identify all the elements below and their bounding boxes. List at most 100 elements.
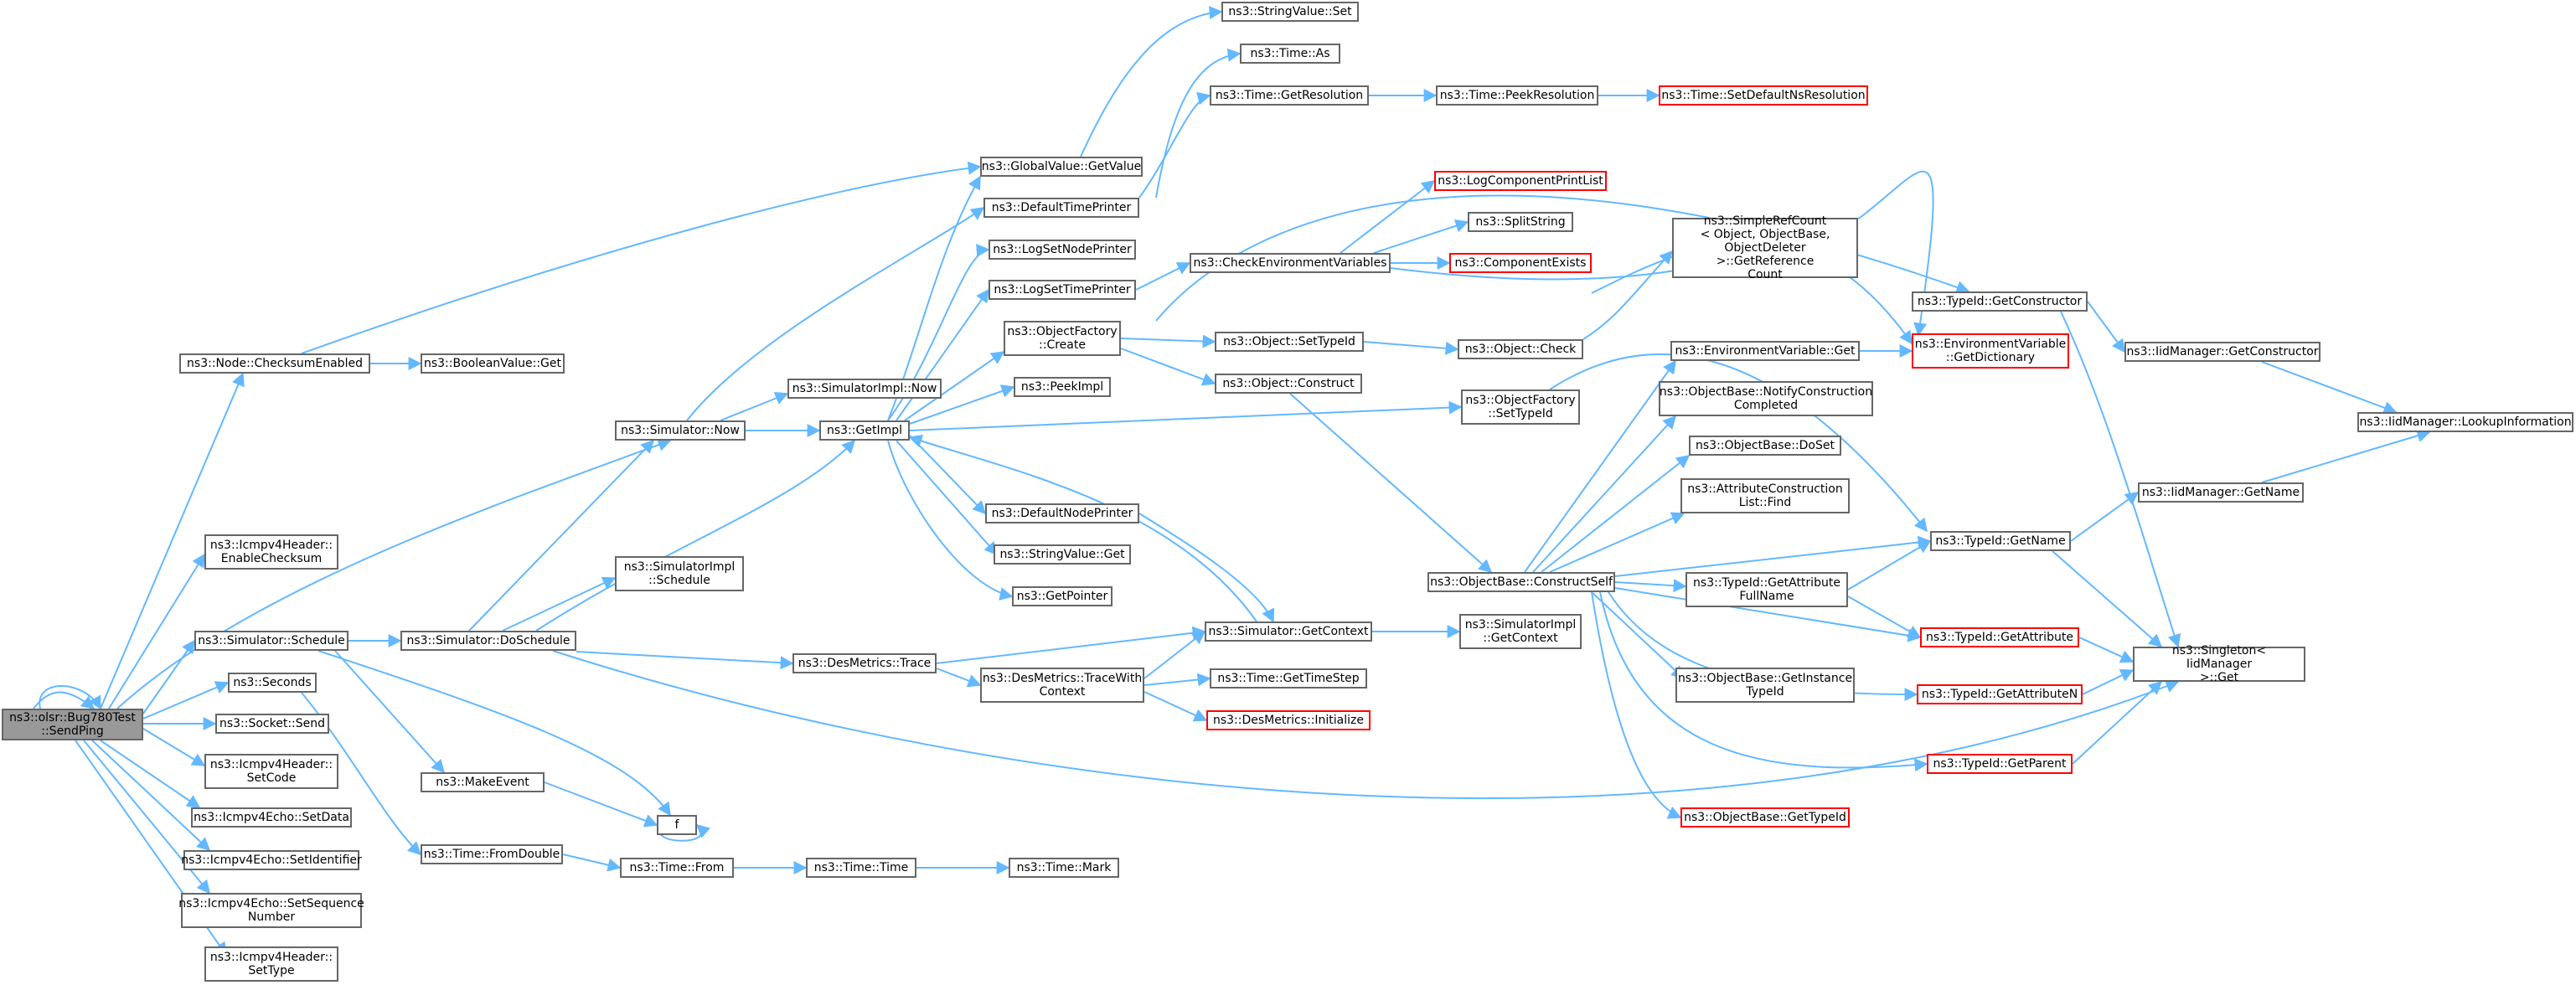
node-type-id-get-attribute-full-name[interactable]: ns3::TypeId::GetAttribute FullName bbox=[1685, 572, 1848, 607]
node-attribute-construction-list-find[interactable]: ns3::AttributeConstruction List::Find bbox=[1680, 478, 1850, 513]
node-object-set-type-id[interactable]: ns3::Object::SetTypeId bbox=[1215, 332, 1364, 352]
call-edge bbox=[142, 639, 195, 714]
node-type-id-get-name[interactable]: ns3::TypeId::GetName bbox=[1930, 531, 2071, 551]
node-log-component-print-list[interactable]: ns3::LogComponentPrintList bbox=[1434, 171, 1607, 191]
call-edge bbox=[100, 740, 201, 808]
call-edge bbox=[1599, 591, 1928, 772]
node-simulator-now[interactable]: ns3::Simulator::Now bbox=[615, 420, 746, 441]
node-echo-set-data[interactable]: ns3::Icmpv4Echo::SetData bbox=[191, 807, 352, 828]
node-object-base-construct-self[interactable]: ns3::ObjectBase::ConstructSelf bbox=[1427, 572, 1615, 592]
node-type-id-get-attribute[interactable]: ns3::TypeId::GetAttribute bbox=[1920, 627, 2079, 647]
node-icmp-set-code[interactable]: ns3::Icmpv4Header:: SetCode bbox=[204, 754, 338, 789]
node-time-from[interactable]: ns3::Time::From bbox=[620, 858, 734, 878]
call-edge bbox=[908, 434, 1257, 622]
call-edge bbox=[1532, 415, 1677, 573]
node-checksum-enabled[interactable]: ns3::Node::ChecksumEnabled bbox=[179, 353, 370, 374]
node-des-metrics-initialize[interactable]: ns3::DesMetrics::Initialize bbox=[1206, 710, 1371, 730]
node-get-impl[interactable]: ns3::GetImpl bbox=[819, 420, 910, 441]
node-default-time-printer[interactable]: ns3::DefaultTimePrinter bbox=[983, 198, 1139, 218]
call-edge bbox=[1614, 579, 1687, 593]
node-default-node-printer[interactable]: ns3::DefaultNodePrinter bbox=[985, 503, 1139, 523]
call-edge bbox=[142, 681, 230, 719]
node-time-get-resolution[interactable]: ns3::Time::GetResolution bbox=[1210, 85, 1369, 106]
node-simulator-schedule[interactable]: ns3::Simulator::Schedule bbox=[194, 631, 348, 651]
call-edge bbox=[1138, 91, 1211, 199]
node-split-string[interactable]: ns3::SplitString bbox=[1468, 212, 1573, 232]
node-environment-variable-get[interactable]: ns3::EnvironmentVariable::Get bbox=[1670, 341, 1860, 361]
node-iid-manager-get-name[interactable]: ns3::IidManager::GetName bbox=[2138, 482, 2304, 503]
node-icmp-set-type[interactable]: ns3::Icmpv4Header:: SetType bbox=[204, 946, 338, 982]
call-edge bbox=[1582, 250, 1674, 340]
node-object-base-notify-construction[interactable]: ns3::ObjectBase::NotifyConstruction Comp… bbox=[1659, 381, 1873, 416]
call-edge bbox=[1591, 591, 1682, 819]
call-edge bbox=[1143, 631, 1206, 679]
node-iid-manager-lookup-information[interactable]: ns3::IidManager::LookupInformation bbox=[2357, 412, 2573, 432]
call-edge bbox=[317, 650, 671, 817]
node-echo-set-sequence[interactable]: ns3::Icmpv4Echo::SetSequence Number bbox=[178, 893, 364, 928]
call-edge bbox=[2261, 429, 2431, 483]
node-icmp-enable-checksum[interactable]: ns3::Icmpv4Header:: EnableChecksum bbox=[204, 534, 338, 570]
node-iid-manager-get-constructor[interactable]: ns3::IidManager::GetConstructor bbox=[2124, 342, 2320, 362]
node-peek-impl[interactable]: ns3::PeekImpl bbox=[1014, 377, 1111, 397]
node-object-construct[interactable]: ns3::Object::Construct bbox=[1215, 374, 1362, 394]
node-singleton-iid-manager-get[interactable]: ns3::Singleton< IidManager >::Get bbox=[2133, 644, 2305, 684]
node-time-set-default-ns-resolution[interactable]: ns3::Time::SetDefaultNsResolution bbox=[1659, 85, 1868, 106]
node-type-id-get-constructor[interactable]: ns3::TypeId::GetConstructor bbox=[1912, 291, 2088, 312]
call-edge bbox=[2060, 311, 2181, 648]
call-edge bbox=[1363, 341, 1459, 355]
node-object-factory-create[interactable]: ns3::ObjectFactory ::Create bbox=[1004, 321, 1121, 356]
node-check-environment-variables[interactable]: ns3::CheckEnvironmentVariables bbox=[1190, 253, 1391, 273]
call-edge bbox=[1541, 455, 1691, 573]
node-time-mark[interactable]: ns3::Time::Mark bbox=[1009, 858, 1119, 878]
node-object-base-get-type-id[interactable]: ns3::ObjectBase::GetTypeId bbox=[1680, 807, 1850, 828]
node-globalvalue-get-value[interactable]: ns3::GlobalValue::GetValue bbox=[980, 157, 1143, 177]
node-get-pointer[interactable]: ns3::GetPointer bbox=[1012, 586, 1112, 606]
node-make-event[interactable]: ns3::MakeEvent bbox=[421, 772, 545, 792]
node-time-get-time-step[interactable]: ns3::Time::GetTimeStep bbox=[1210, 668, 1367, 688]
call-edge bbox=[39, 685, 101, 710]
node-socket-send[interactable]: ns3::Socket::Send bbox=[215, 714, 329, 734]
node-seconds[interactable]: ns3::Seconds bbox=[228, 673, 317, 693]
node-simulatorimpl-now[interactable]: ns3::SimulatorImpl::Now bbox=[787, 379, 942, 399]
node-log-set-node-printer[interactable]: ns3::LogSetNodePrinter bbox=[989, 240, 1136, 260]
node-simulatorimpl-get-context[interactable]: ns3::SimulatorImpl ::GetContext bbox=[1459, 614, 1582, 649]
node-simulator-do-schedule[interactable]: ns3::Simulator::DoSchedule bbox=[400, 631, 576, 651]
call-edge bbox=[552, 650, 2180, 800]
node-time-time[interactable]: ns3::Time::Time bbox=[806, 858, 916, 878]
call-edge bbox=[1080, 6, 1223, 157]
node-root-sendping[interactable]: ns3::olsr::Bug780Test ::SendPing bbox=[2, 709, 143, 740]
node-des-metrics-trace[interactable]: ns3::DesMetrics::Trace bbox=[792, 653, 937, 673]
node-boolean-value-get[interactable]: ns3::BooleanValue::Get bbox=[421, 353, 565, 374]
node-object-factory-set-type-id[interactable]: ns3::ObjectFactory ::SetTypeId bbox=[1461, 389, 1580, 425]
call-edge bbox=[1138, 513, 1275, 623]
node-simulatorimpl-schedule[interactable]: ns3::SimulatorImpl ::Schedule bbox=[615, 556, 744, 591]
node-time-peek-resolution[interactable]: ns3::Time::PeekResolution bbox=[1436, 85, 1598, 106]
node-object-base-do-set[interactable]: ns3::ObjectBase::DoSet bbox=[1689, 436, 1841, 456]
call-edge bbox=[301, 161, 982, 354]
node-des-trace-with-context[interactable]: ns3::DesMetrics::TraceWith Context bbox=[980, 668, 1144, 703]
node-time-from-double[interactable]: ns3::Time::FromDouble bbox=[421, 844, 563, 864]
node-string-value-get[interactable]: ns3::StringValue::Get bbox=[994, 544, 1131, 565]
node-string-value-set[interactable]: ns3::StringValue::Set bbox=[1221, 2, 1359, 22]
call-edge bbox=[1155, 48, 1242, 199]
node-echo-set-identifier[interactable]: ns3::Icmpv4Echo::SetIdentifier bbox=[181, 850, 362, 870]
node-environment-variable-get-dictionary[interactable]: ns3::EnvironmentVariable ::GetDictionary bbox=[1912, 333, 2069, 369]
call-edge bbox=[1373, 219, 1469, 254]
node-simple-ref-count-get-reference[interactable]: ns3::SimpleRefCount < Object, ObjectBase… bbox=[1672, 214, 1858, 281]
node-time-as[interactable]: ns3::Time::As bbox=[1240, 44, 1340, 64]
node-log-set-time-printer[interactable]: ns3::LogSetTimePrinter bbox=[989, 280, 1136, 300]
node-component-exists[interactable]: ns3::ComponentExists bbox=[1449, 253, 1592, 273]
node-type-id-get-parent[interactable]: ns3::TypeId::GetParent bbox=[1927, 754, 2073, 774]
node-object-check[interactable]: ns3::Object::Check bbox=[1458, 339, 1583, 359]
node-simulator-get-context[interactable]: ns3::Simulator::GetContext bbox=[1205, 621, 1372, 642]
call-edge bbox=[909, 400, 1463, 431]
call-edge bbox=[1143, 673, 1211, 687]
node-type-id-get-attribute-n[interactable]: ns3::TypeId::GetAttributeN bbox=[1917, 684, 2083, 704]
call-edge bbox=[2052, 550, 2163, 648]
node-object-base-get-instance-type-id[interactable]: ns3::ObjectBase::GetInstance TypeId bbox=[1675, 668, 1855, 703]
call-edge bbox=[2070, 492, 2140, 542]
call-edge bbox=[2078, 637, 2135, 663]
node-f[interactable]: f bbox=[657, 815, 697, 835]
call-edge bbox=[1289, 393, 1493, 574]
